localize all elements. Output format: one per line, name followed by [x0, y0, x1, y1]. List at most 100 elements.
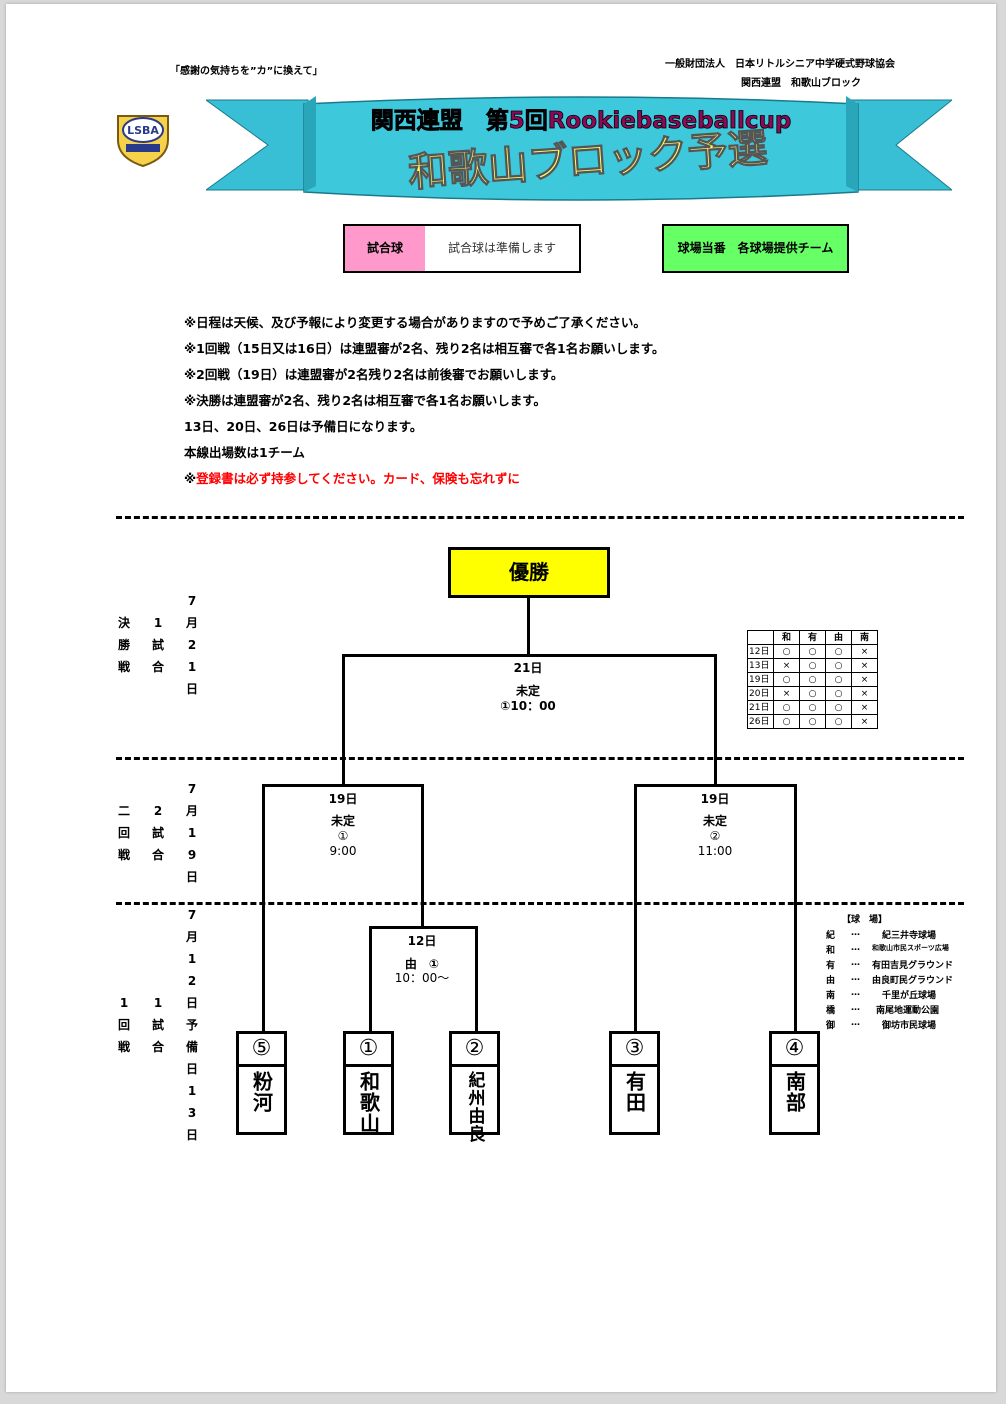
table-cell: ○ [799, 700, 826, 715]
team-box: ③ 有田 [609, 1031, 660, 1135]
table-cell: ○ [773, 700, 800, 715]
round-name: 決勝戦 [117, 616, 130, 674]
venue-name: 千里が丘球場 [882, 991, 937, 1001]
team-name: 南部 [782, 1071, 807, 1113]
venue-dots: … [851, 943, 860, 953]
table-cell: ○ [825, 686, 852, 701]
table-cell: ○ [799, 644, 826, 659]
team-box: ② 紀州由良 [449, 1031, 500, 1143]
semi2-venue: 未定 [702, 814, 727, 828]
table-cell: × [851, 644, 878, 659]
warning-note: ※登録書は必ず持参してください。カード、保険も忘れずに [184, 468, 520, 487]
separator [116, 757, 964, 760]
league-logo-icon: LSBA [112, 106, 174, 168]
venue-dots: … [851, 988, 860, 998]
bracket-line [475, 926, 478, 1032]
table-cell: × [851, 672, 878, 687]
team-seed: ③ [612, 1034, 657, 1067]
semi2-date: 19日 [700, 792, 730, 806]
table-cell: ○ [773, 714, 800, 729]
venue-name: 有田吉見グラウンド [872, 961, 954, 971]
venue-key: 紀 [826, 931, 836, 941]
venue-name: 御坊市民球場 [882, 1021, 937, 1031]
venue-legend-title: 【球 場】 [842, 915, 888, 925]
motto: 「感謝の気持ちを”カ”に換えて」 [170, 66, 323, 77]
bracket-line [714, 654, 717, 786]
table-header-cell: 和 [773, 630, 800, 645]
game-ball-value: 試合球は準備します [447, 241, 556, 255]
venue-dots: … [851, 1003, 860, 1013]
table-cell: ○ [773, 644, 800, 659]
venue-dots: … [851, 928, 860, 938]
document-page: 「感謝の気持ちを”カ”に換えて」 一般財団法人 日本リトルシニア中学硬式野球協会… [6, 4, 996, 1392]
venue-key: 和 [826, 946, 836, 956]
note-item: ※日程は天候、及び予報により変更する場合がありますので予めご了承ください。 [184, 315, 646, 330]
venue-name: 由良町民グラウンド [872, 976, 954, 986]
team-name: 紀州由良 [464, 1071, 485, 1143]
team-box: ④ 南部 [769, 1031, 820, 1135]
bracket-line [634, 784, 637, 1032]
venue-name: 紀三井寺球場 [882, 931, 937, 941]
semi1-slot: ① [337, 829, 349, 843]
table-cell: × [851, 700, 878, 715]
bracket-line [421, 784, 424, 928]
venue-key: 御 [826, 1021, 836, 1031]
game-ball-label: 試合球 [345, 226, 425, 271]
final-match-slot: ①10：00 [500, 699, 556, 713]
warning-prefix: ※ [184, 471, 197, 486]
venue-name: 南尾地運動公園 [876, 1006, 940, 1016]
table-cell: ○ [799, 686, 826, 701]
table-cell: ○ [825, 644, 852, 659]
bracket-line [794, 784, 797, 1032]
venue-key: 由 [826, 976, 836, 986]
table-row: 21日○○○× [747, 700, 878, 715]
bracket-line [262, 784, 424, 787]
table-cell: ○ [825, 714, 852, 729]
table-cell: 21日 [747, 700, 774, 715]
table-row: 12日○○○× [747, 644, 878, 659]
ground-duty-box: 球場当番 各球場提供チーム [662, 224, 849, 273]
r1-date: 12日 [407, 934, 437, 948]
r1-slot: 由 ① [404, 957, 440, 971]
svg-text:関西連盟 第5回Rookiebaseballcup: 関西連盟 第5回Rookiebaseballcup [371, 107, 792, 134]
table-row: 19日○○○× [747, 672, 878, 687]
team-seed: ④ [772, 1034, 817, 1067]
note-item: ※2回戦（19日）は連盟審が2名残り2名は前後審でお願いします。 [184, 367, 564, 382]
bracket-line [262, 784, 265, 1032]
table-cell: 12日 [747, 644, 774, 659]
team-name: 和歌山 [356, 1071, 381, 1134]
table-header-cell: 南 [851, 630, 878, 645]
r1-time: 10：00～ [394, 971, 450, 985]
team-seed: ⑤ [239, 1034, 284, 1067]
table-cell: × [851, 714, 878, 729]
table-cell: × [773, 686, 800, 701]
bracket-line [634, 784, 797, 787]
table-cell: × [851, 686, 878, 701]
venue-dots: … [851, 958, 860, 968]
bracket-line [527, 598, 530, 656]
team-box: ① 和歌山 [343, 1031, 394, 1135]
table-header-row: 和 有 由 南 [747, 630, 878, 645]
semi1-venue: 未定 [330, 814, 355, 828]
bracket-line [342, 654, 717, 657]
semi2-time: 11:00 [697, 844, 733, 858]
venue-dots: … [851, 973, 860, 983]
table-cell: 13日 [747, 658, 774, 673]
team-seed: ① [346, 1034, 391, 1067]
table-cell: ○ [799, 714, 826, 729]
table-row: 26日○○○× [747, 714, 878, 729]
table-row: 13日×○○× [747, 658, 878, 673]
warning-text: 登録書は必ず持参してください。カード、保険も忘れずに [196, 471, 520, 486]
team-name: 粉河 [249, 1071, 274, 1113]
bracket-line [342, 654, 345, 786]
org-name: 一般財団法人 日本リトルシニア中学硬式野球協会 [665, 59, 895, 70]
table-cell: ○ [773, 672, 800, 687]
svg-text:LSBA: LSBA [127, 124, 159, 137]
bracket-line [369, 926, 478, 929]
